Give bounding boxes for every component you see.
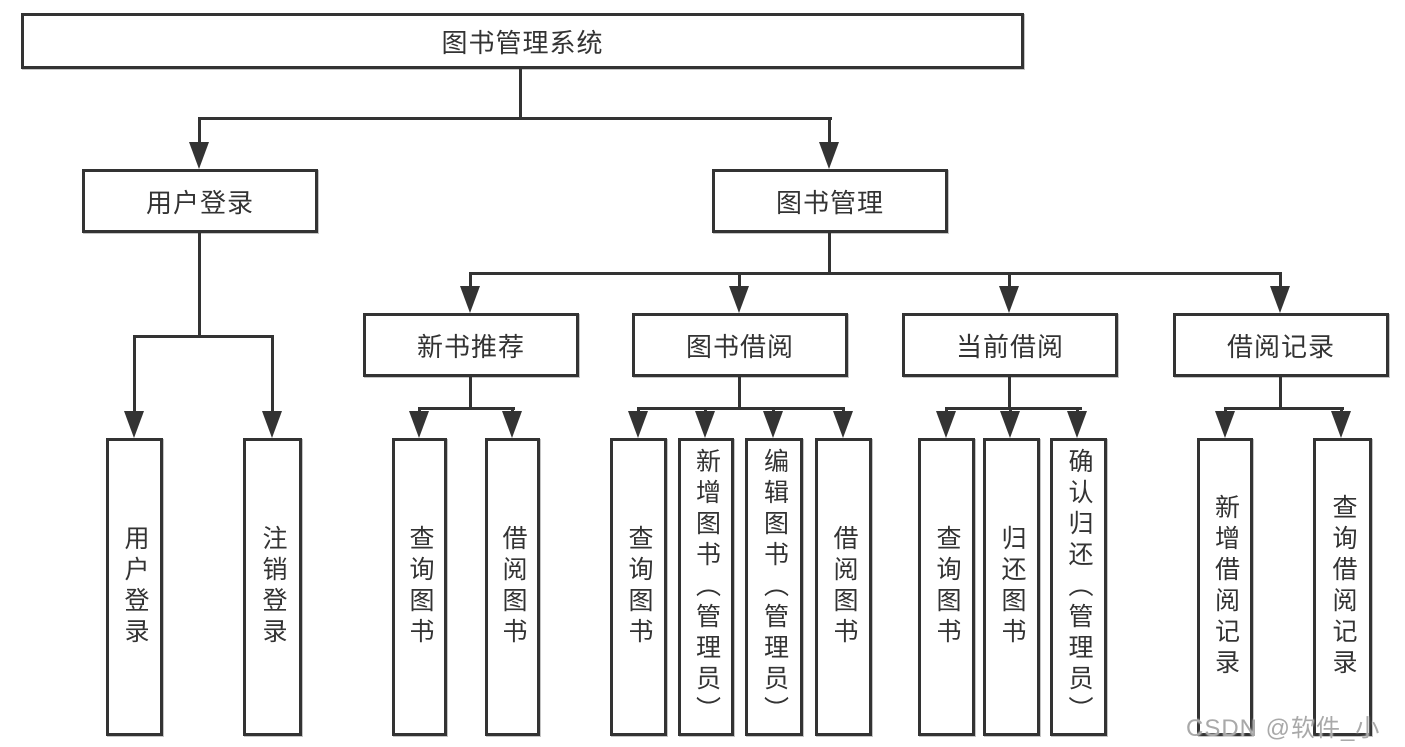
node-label: 借阅记录	[1226, 331, 1335, 362]
leaf-records-query-record: 查询借阅记录	[1313, 438, 1372, 736]
node-new-book-recommend: 新书推荐	[363, 313, 579, 377]
node-label: 借阅图书	[830, 525, 858, 649]
leaf-user-login: 用户登录	[106, 438, 163, 736]
leaf-current-query-books: 查询图书	[918, 438, 975, 736]
arrow-down-icon	[1270, 286, 1290, 313]
arrow-down-icon	[763, 411, 783, 438]
arrow-down-icon	[729, 286, 749, 313]
arrow-down-icon	[124, 411, 144, 438]
node-borrowing-records: 借阅记录	[1173, 313, 1389, 377]
connector-line	[828, 233, 831, 274]
node-label: 编辑图书（管理员）	[760, 447, 789, 727]
csdn-watermark: CSDN @软件_小贺同学	[1186, 715, 1381, 742]
connector-line	[418, 407, 515, 410]
node-label: 查询图书	[933, 525, 961, 649]
leaf-current-confirm-return-admin: 确认归还（管理员）	[1050, 438, 1107, 736]
arrow-down-icon	[262, 411, 282, 438]
connector-line	[519, 69, 522, 120]
leaf-borrowing-borrow-books: 借阅图书	[815, 438, 872, 736]
node-label: 确认归还（管理员）	[1065, 447, 1093, 727]
node-label: 查询图书	[625, 525, 653, 649]
node-label: 图书管理系统	[441, 27, 604, 58]
connector-line	[945, 407, 1082, 410]
arrow-down-icon	[409, 411, 429, 438]
connector-line	[1008, 272, 1011, 289]
connector-line	[469, 272, 472, 289]
arrow-down-icon	[695, 411, 715, 438]
arrow-down-icon	[833, 411, 853, 438]
leaf-records-add-record: 新增借阅记录	[1197, 438, 1253, 736]
leaf-borrowing-edit-books-admin: 编辑图书（管理员）	[745, 438, 803, 736]
connector-line	[271, 335, 274, 412]
node-label: 图书借阅	[685, 331, 794, 362]
node-book-management: 图书管理	[712, 169, 948, 233]
node-label: 用户登录	[145, 187, 254, 218]
connector-line	[1279, 272, 1282, 289]
node-label: 查询借阅记录	[1329, 494, 1357, 680]
connector-line	[1279, 377, 1282, 410]
leaf-borrowing-add-books-admin: 新增图书（管理员）	[678, 438, 734, 736]
leaf-newbook-borrow-books: 借阅图书	[485, 438, 540, 736]
node-user-login: 用户登录	[82, 169, 318, 233]
arrow-down-icon	[819, 142, 839, 169]
node-label: 图书管理	[775, 187, 884, 218]
arrow-down-icon	[502, 411, 522, 438]
connector-line	[469, 377, 472, 410]
leaf-newbook-query-books: 查询图书	[392, 438, 447, 736]
arrow-down-icon	[999, 286, 1019, 313]
node-library-system: 图书管理系统	[21, 13, 1024, 69]
connector-line	[738, 272, 741, 289]
connector-line	[133, 335, 136, 412]
arrow-down-icon	[460, 286, 480, 313]
node-label: 查询图书	[406, 525, 434, 649]
node-current-borrowing: 当前借阅	[902, 313, 1118, 377]
node-label: 归还图书	[998, 525, 1026, 649]
node-book-borrowing: 图书借阅	[632, 313, 848, 377]
connector-line	[133, 335, 274, 338]
arrow-down-icon	[189, 142, 209, 169]
arrow-down-icon	[1067, 411, 1087, 438]
leaf-borrowing-query-books: 查询图书	[610, 438, 667, 736]
arrow-down-icon	[1331, 411, 1351, 438]
arrow-down-icon	[936, 411, 956, 438]
node-label: 新书推荐	[416, 331, 525, 362]
connector-line	[198, 117, 201, 145]
connector-line	[637, 407, 845, 410]
connector-line	[1224, 407, 1344, 410]
leaf-logout: 注销登录	[243, 438, 302, 736]
node-label: 借阅图书	[499, 525, 527, 649]
node-label: 注销登录	[259, 525, 287, 649]
connector-line	[1008, 377, 1011, 410]
connector-line	[738, 377, 741, 410]
arrow-down-icon	[1000, 411, 1020, 438]
node-label: 新增借阅记录	[1211, 494, 1240, 680]
node-label: 新增图书（管理员）	[692, 447, 721, 727]
arrow-down-icon	[1215, 411, 1235, 438]
connector-line	[470, 272, 1282, 275]
node-label: 当前借阅	[955, 331, 1064, 362]
connector-line	[828, 117, 831, 145]
connector-line	[198, 117, 832, 120]
leaf-current-return-books: 归还图书	[983, 438, 1040, 736]
connector-line	[198, 233, 201, 337]
node-label: 用户登录	[121, 525, 149, 649]
arrow-down-icon	[628, 411, 648, 438]
